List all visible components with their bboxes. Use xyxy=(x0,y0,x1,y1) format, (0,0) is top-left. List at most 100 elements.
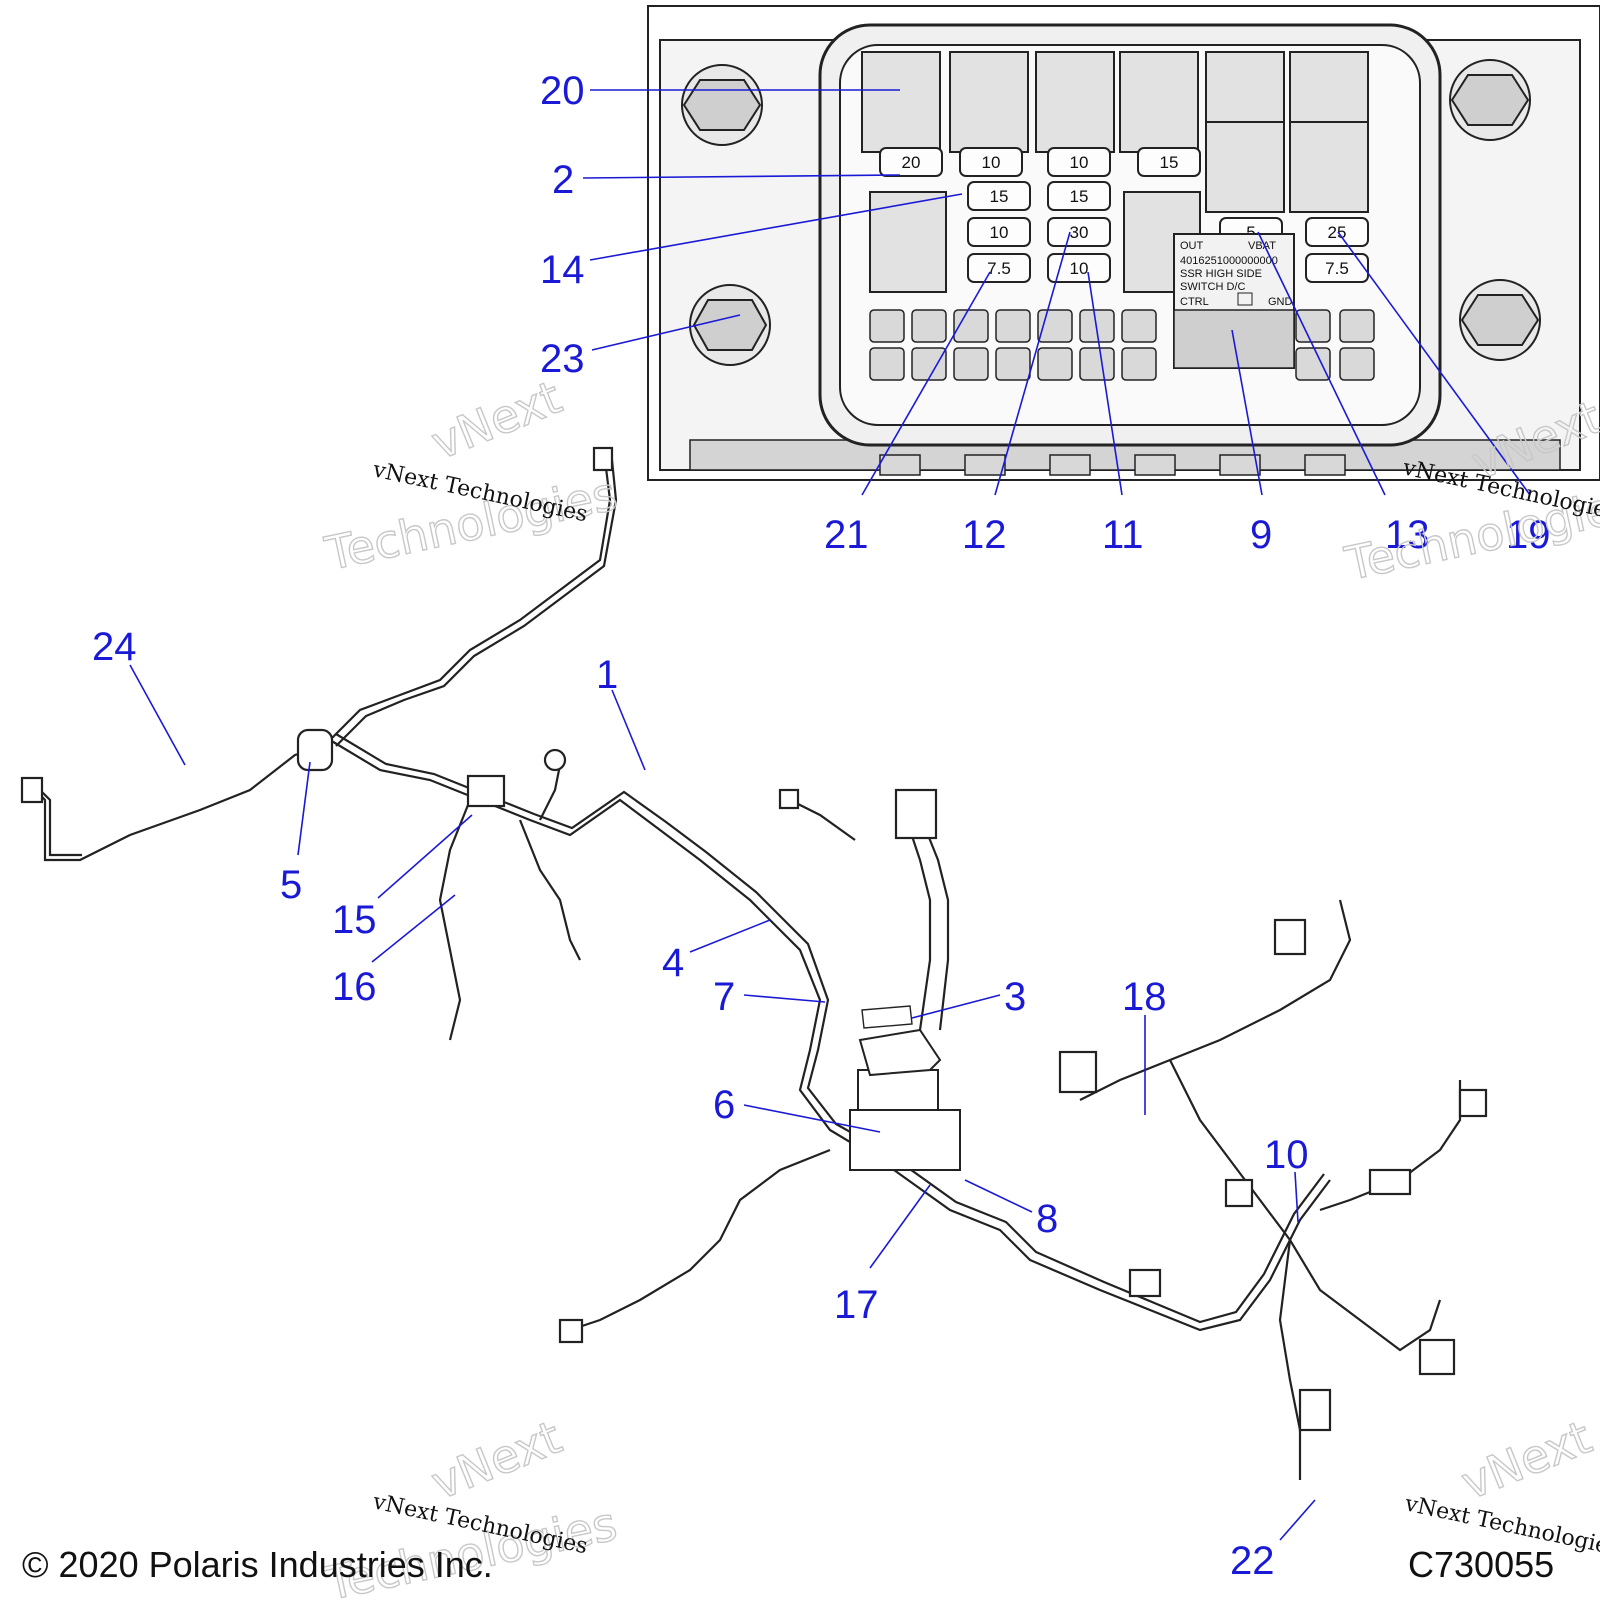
fuse-body xyxy=(967,181,1031,211)
fuse-body xyxy=(959,147,1023,177)
callout-23: 23 xyxy=(540,337,585,381)
terminal-slot xyxy=(1037,309,1073,343)
ssr-high-side-switch: OUT VBAT 4016251000000000 SSR HIGH SIDE … xyxy=(1173,233,1295,369)
callout-17: 17 xyxy=(834,1283,879,1327)
wire-harness xyxy=(20,446,1488,1480)
terminal-slot xyxy=(869,309,905,343)
bolt-top-left xyxy=(681,64,763,146)
ssr-gnd-label: GND xyxy=(1268,296,1293,308)
relay-row xyxy=(861,51,1369,293)
fuse-body xyxy=(879,147,943,177)
terminal-rows xyxy=(869,309,1375,381)
callout-9: 9 xyxy=(1250,513,1272,557)
fuse-body xyxy=(1047,253,1111,283)
fuse: 10 xyxy=(1047,253,1111,283)
callout-24: 24 xyxy=(92,625,137,669)
terminal-slot xyxy=(1121,309,1157,343)
callout-18: 18 xyxy=(1122,975,1167,1019)
fuse: 30 xyxy=(1047,217,1111,247)
callout-13: 13 xyxy=(1385,513,1430,557)
fuse: 10 xyxy=(967,217,1031,247)
fuse-body xyxy=(1305,253,1369,283)
fuse-rating-label: 7.5 xyxy=(1325,259,1349,278)
ssr-part-number: 4016251000000000 xyxy=(1180,255,1278,267)
callout-12: 12 xyxy=(962,513,1007,557)
fuse: 10 xyxy=(1047,147,1111,177)
callout-14: 14 xyxy=(540,248,585,292)
fuse-rating-label: 15 xyxy=(1160,153,1179,172)
ssr-out-label: OUT xyxy=(1180,240,1204,252)
fuse-set: 20 10 10 15 15 15 10 30 7.5 10 5 25 7.5 xyxy=(879,147,1369,283)
watermark-big-bottom-left-top: vNext xyxy=(424,1410,569,1510)
callout-20: 20 xyxy=(540,69,585,113)
callout-21: 21 xyxy=(824,513,869,557)
fuse-rating-label: 30 xyxy=(1070,223,1089,242)
callout-7: 7 xyxy=(713,975,735,1019)
watermark-big-top: vNext xyxy=(424,370,569,470)
fuse: 7.5 xyxy=(1305,253,1369,283)
fuse-rating-label: 10 xyxy=(1070,259,1089,278)
callout-22: 22 xyxy=(1230,1539,1275,1583)
fuse-rating-label: 10 xyxy=(982,153,1001,172)
callout-19: 19 xyxy=(1506,513,1551,557)
fuse-rating-label: 5 xyxy=(1246,223,1255,242)
fuse-rating-label: 10 xyxy=(990,223,1009,242)
watermark-top-left: vNext Technologies vNext Technologies xyxy=(319,369,622,582)
fuse-rating-label: 15 xyxy=(990,187,1009,206)
terminal-slot xyxy=(1295,309,1331,343)
watermark-big-bottom-right-top: vNext xyxy=(1454,1410,1599,1510)
fuse-body xyxy=(1047,217,1111,247)
fuse: 15 xyxy=(967,181,1031,211)
leader-lines xyxy=(129,89,1531,1541)
watermark-bottom-right: vNext vNext Technologies xyxy=(1402,1409,1600,1561)
fuse-rating-label: 7.5 xyxy=(987,259,1011,278)
callout-15: 15 xyxy=(332,898,377,942)
ssr-line-1: SSR HIGH SIDE xyxy=(1180,268,1262,280)
callout-labels: 20 2 14 23 21 12 11 9 13 19 24 1 5 15 16… xyxy=(92,69,1551,1583)
fuse-body xyxy=(1137,147,1201,177)
callout-1: 1 xyxy=(596,653,618,697)
fuse-body xyxy=(1047,147,1111,177)
terminal-slot xyxy=(995,347,1031,381)
fuse-body xyxy=(1047,181,1111,211)
fuse-rating-label: 10 xyxy=(1070,153,1089,172)
ssr-vbat-label: VBAT xyxy=(1248,240,1276,252)
fuse: 7.5 xyxy=(967,253,1031,283)
ssr-line-2: SWITCH D/C xyxy=(1180,281,1245,293)
fuse: 25 xyxy=(1305,217,1369,247)
callout-5: 5 xyxy=(280,863,302,907)
terminal-slot xyxy=(1121,347,1157,381)
callout-6: 6 xyxy=(713,1083,735,1127)
callout-16: 16 xyxy=(332,965,377,1009)
copyright-text: © 2020 Polaris Industries Inc. xyxy=(22,1544,493,1585)
fuse: 15 xyxy=(1137,147,1201,177)
bolt-bottom-left xyxy=(689,284,771,366)
terminal-slot xyxy=(995,309,1031,343)
callout-4: 4 xyxy=(662,941,684,985)
callout-2: 2 xyxy=(552,158,574,202)
terminal-slot xyxy=(1295,347,1331,381)
terminal-slot xyxy=(1079,347,1115,381)
terminal-slot xyxy=(953,309,989,343)
terminal-slot xyxy=(911,347,947,381)
bolt-top-right xyxy=(1449,59,1531,141)
bolt-bottom-right xyxy=(1459,279,1541,361)
fuse-rating-label: 15 xyxy=(1070,187,1089,206)
fuse: 20 xyxy=(879,147,943,177)
fuse-box-inset: 20 10 10 15 15 15 10 30 7.5 10 5 25 7.5 OUT VBAT 401… xyxy=(647,5,1600,481)
terminal-slot xyxy=(953,347,989,381)
ssr-ctrl-label: CTRL xyxy=(1180,296,1209,308)
fuse: 15 xyxy=(1047,181,1111,211)
fuse: 10 xyxy=(959,147,1023,177)
terminal-slot xyxy=(1339,309,1375,343)
callout-8: 8 xyxy=(1036,1197,1058,1241)
callout-11: 11 xyxy=(1102,513,1144,557)
fuse-body xyxy=(1305,217,1369,247)
callout-3: 3 xyxy=(1004,975,1026,1019)
diagram-code: C730055 xyxy=(1408,1544,1555,1585)
terminal-slot xyxy=(911,309,947,343)
housing-clips xyxy=(879,454,1346,476)
callout-10: 10 xyxy=(1264,1133,1309,1177)
terminal-slot xyxy=(1037,347,1073,381)
